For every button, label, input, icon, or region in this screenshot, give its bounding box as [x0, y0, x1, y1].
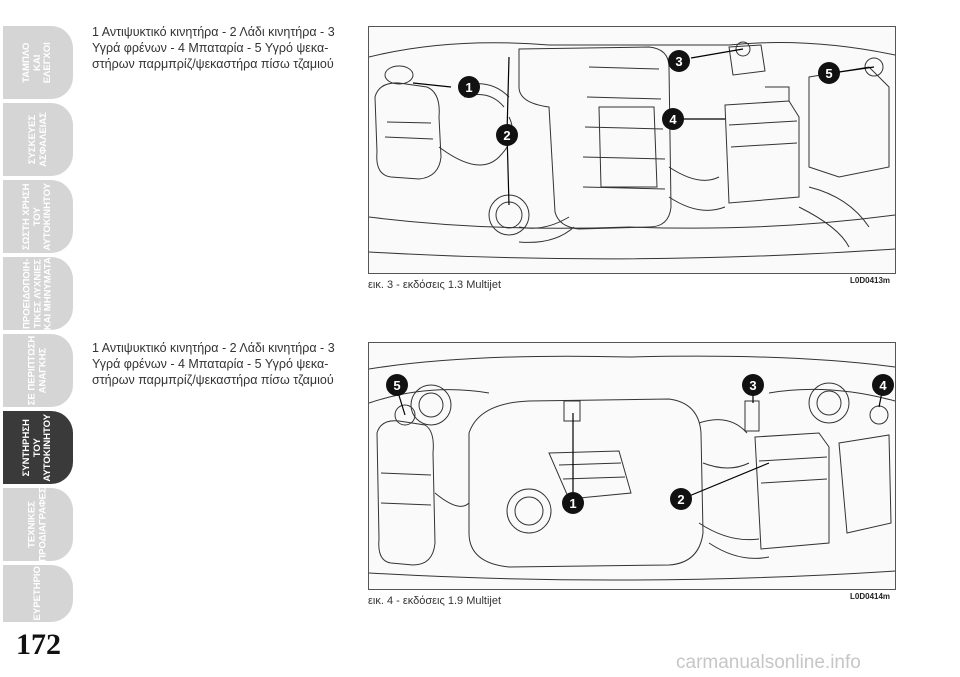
callout-3: 3 [668, 50, 690, 72]
side-tab-label: ΕΥΡΕΤΗΡΙΟ [31, 566, 43, 621]
svg-text:4: 4 [879, 378, 887, 393]
callout-3: 3 [742, 374, 764, 396]
callout-4: 4 [872, 374, 894, 396]
svg-text:1: 1 [569, 496, 576, 511]
figure-caption-3: εικ. 3 - εκδόσεις 1.3 Multijet [368, 279, 502, 291]
engine-bay-illustration-4: 1 2 3 4 5 [369, 355, 895, 581]
figure-code-3: L0D0413m [850, 276, 891, 285]
svg-text:5: 5 [393, 378, 400, 393]
callout-1: 1 [562, 492, 584, 514]
legend-text-1: 1 Αντιψυκτικό κινητήρα - 2 Λάδι κινητήρα… [92, 24, 352, 72]
svg-text:3: 3 [749, 378, 756, 393]
callout-1: 1 [458, 76, 480, 98]
svg-text:1: 1 [465, 80, 472, 95]
page-number: 172 [16, 628, 61, 661]
legend-line: Υγρά φρένων - 4 Μπαταρία - 5 Υγρό ψεκα- [92, 41, 329, 55]
side-tab-index[interactable]: ΕΥΡΕΤΗΡΙΟ [3, 565, 73, 622]
legend-line: στήρων παρμπρίζ/ψεκαστήρα πίσω τζαμιού [92, 57, 334, 71]
callout-2: 2 [496, 124, 518, 146]
legend-line: στήρων παρμπρίζ/ψεκαστήρα πίσω τζαμιού [92, 373, 334, 387]
figure-caption-4: εικ. 4 - εκδόσεις 1.9 Multijet [368, 595, 502, 607]
svg-text:5: 5 [825, 66, 832, 81]
svg-text:2: 2 [677, 492, 684, 507]
legend-line: 1 Αντιψυκτικό κινητήρα - 2 Λάδι κινητήρα… [92, 341, 335, 355]
engine-bay-illustration-3: 1 2 3 4 5 [369, 41, 895, 260]
callout-5: 5 [386, 374, 408, 396]
svg-text:4: 4 [669, 112, 677, 127]
callout-2: 2 [670, 488, 692, 510]
svg-text:3: 3 [675, 54, 682, 69]
engine-bay-figure-4: 1 2 3 4 5 [368, 342, 896, 590]
engine-bay-figure-3: 1 2 3 4 5 [368, 26, 896, 274]
watermark: carmanualsonline.info [676, 652, 861, 673]
callout-4: 4 [662, 108, 684, 130]
svg-text:2: 2 [503, 128, 510, 143]
figure-code-4: L0D0414m [850, 592, 891, 601]
legend-line: Υγρά φρένων - 4 Μπαταρία - 5 Υγρό ψεκα- [92, 357, 329, 371]
callout-5: 5 [818, 62, 840, 84]
legend-line: 1 Αντιψυκτικό κινητήρα - 2 Λάδι κινητήρα… [92, 25, 335, 39]
legend-text-2: 1 Αντιψυκτικό κινητήρα - 2 Λάδι κινητήρα… [92, 340, 352, 388]
